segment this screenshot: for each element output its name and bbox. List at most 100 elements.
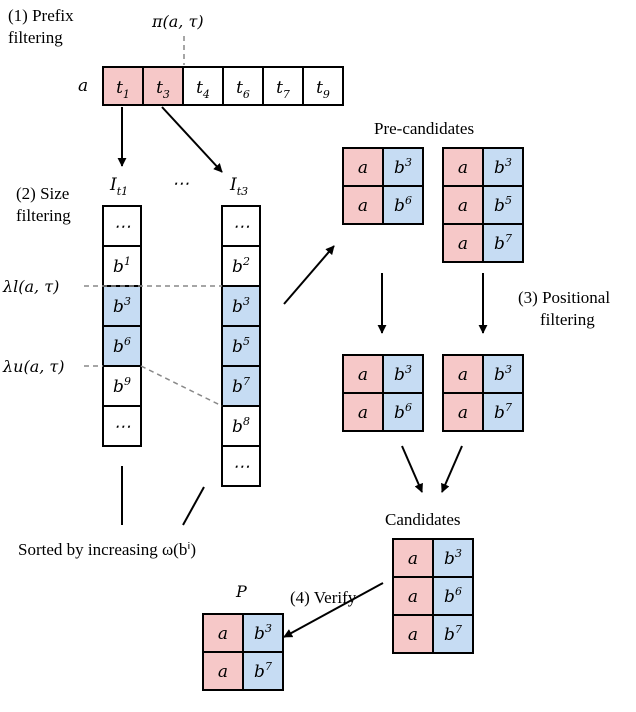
step3-label-line2: filtering — [540, 310, 595, 329]
pair-b-label: b3 — [394, 363, 412, 385]
step4-label: (4) Verify — [290, 588, 357, 607]
prefix-token-cell — [302, 66, 344, 106]
pair-b-label: b7 — [494, 232, 512, 254]
prefix-token-label: t1 — [116, 78, 130, 101]
posting-cell — [102, 285, 142, 327]
pair-cell-b — [382, 392, 424, 432]
posting-cell-label: b5 — [232, 335, 250, 357]
posting-cell — [221, 445, 261, 487]
pair-a-label: a — [358, 196, 368, 216]
pair-cell-a — [442, 354, 484, 394]
record-a-label: a — [78, 76, 88, 96]
posting-cell — [102, 405, 142, 447]
sort-guide-right — [182, 486, 205, 526]
posting-cell — [102, 205, 142, 247]
pair-cell-a — [342, 147, 384, 187]
prefix-token-label: t3 — [156, 78, 170, 101]
pair-cell-b — [482, 185, 524, 225]
prefix-token-row: t1 t3 t4 t6 t7 t9 — [102, 66, 344, 106]
pair-a-label: a — [458, 234, 468, 254]
pair-a-label: a — [218, 662, 228, 682]
pair-a-label: a — [218, 624, 228, 644]
pre-candidates-title: Pre-candidates — [374, 119, 474, 138]
prefix-token-cell — [102, 66, 144, 106]
step3-label-line1: (3) Positional — [518, 288, 610, 307]
pre-candidates-right-table: a b3 a b5 a b7 — [442, 147, 524, 263]
lambda-u-slant-line — [140, 365, 223, 407]
lambda-u-label: λu(a, τ) — [2, 357, 65, 376]
pair-cell-a — [202, 651, 244, 691]
posting-cell-label: ⋯ — [114, 417, 131, 437]
pair-cell-b — [482, 223, 524, 263]
posting-cell-label: b3 — [232, 295, 250, 317]
arrow-pos-left-to-candidates — [401, 445, 423, 493]
posting-cell — [221, 405, 261, 447]
posting-cell-label: b7 — [232, 375, 250, 397]
posting-cell-label: b9 — [113, 375, 131, 397]
posting-cell-label: b2 — [232, 255, 250, 277]
index-t3-title: It3 — [229, 175, 248, 198]
pair-a-label: a — [358, 158, 368, 178]
posting-cell-label: b6 — [113, 335, 131, 357]
arrow-verify — [283, 582, 384, 638]
arrow-t3-to-list — [161, 106, 223, 173]
pair-b-label: b6 — [394, 401, 412, 423]
pair-a-label: a — [408, 549, 418, 569]
pair-a-label: a — [408, 625, 418, 645]
prefix-token-label: t9 — [316, 78, 330, 101]
sorted-by-caption: Sorted by increasing ω(bⁱ) — [18, 540, 196, 559]
pair-cell-a — [342, 392, 384, 432]
posting-cell-label: b1 — [113, 255, 131, 277]
pair-a-label: a — [358, 403, 368, 423]
positional-left-table: a b3 a b6 — [342, 354, 424, 432]
step1-label-line1: (1) Prefix — [8, 6, 74, 25]
lambda-l-label: λl(a, τ) — [2, 277, 59, 296]
pair-b-label: b5 — [494, 194, 512, 216]
posting-cell — [221, 365, 261, 407]
posting-cell-label: b8 — [232, 415, 250, 437]
prefix-token-label: t4 — [196, 78, 210, 101]
posting-cell — [102, 325, 142, 367]
posting-cell — [221, 205, 261, 247]
pair-b-label: b3 — [494, 156, 512, 178]
candidates-title: Candidates — [385, 510, 461, 529]
pair-a-label: a — [458, 158, 468, 178]
pair-cell-a — [442, 185, 484, 225]
arrow-pos-right-to-candidates — [441, 445, 463, 493]
prefix-token-label: t7 — [276, 78, 290, 101]
step2-label-line1: (2) Size — [16, 184, 69, 203]
pair-a-label: a — [458, 196, 468, 216]
pair-cell-b — [432, 538, 474, 578]
pair-b-label: b6 — [394, 194, 412, 216]
index-t1-title: It1 — [109, 175, 128, 198]
prefix-token-label: t6 — [236, 78, 250, 101]
posting-list-t3: ⋯ b2 b3 b5 b7 b8 ⋯ — [221, 205, 261, 487]
posting-cell-label: ⋯ — [233, 457, 250, 477]
index-ellipsis: ⋯ — [172, 174, 189, 194]
pair-a-label: a — [408, 587, 418, 607]
step1-label-line2: filtering — [8, 28, 63, 47]
pair-a-label: a — [358, 365, 368, 385]
pair-cell-b — [382, 354, 424, 394]
arrow-to-pre-candidates — [283, 245, 335, 305]
pair-b-label: b7 — [254, 660, 272, 682]
pair-cell-a — [342, 185, 384, 225]
pair-b-label: b7 — [494, 401, 512, 423]
pair-b-label: b3 — [444, 547, 462, 569]
pair-cell-b — [382, 147, 424, 187]
pair-cell-a — [202, 613, 244, 653]
posting-cell-label: ⋯ — [114, 217, 131, 237]
prefix-token-cell — [262, 66, 304, 106]
result-title: P — [235, 582, 247, 601]
posting-cell-label: ⋯ — [233, 217, 250, 237]
step2-label-line2: filtering — [16, 206, 71, 225]
pair-cell-b — [482, 147, 524, 187]
prefix-token-cell — [222, 66, 264, 106]
pair-b-label: b7 — [444, 623, 462, 645]
